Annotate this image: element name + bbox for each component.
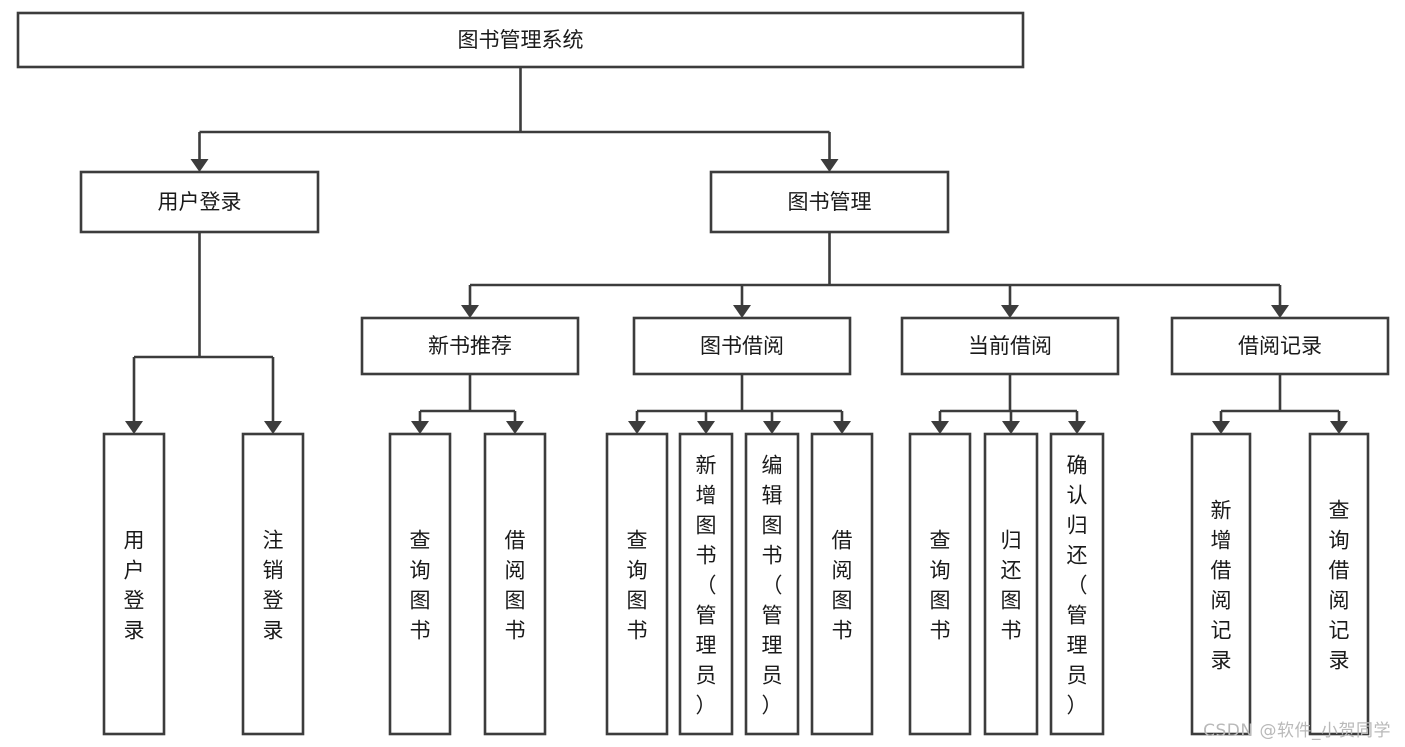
arrow-head-icon (264, 421, 282, 434)
arrow-head-icon (461, 305, 479, 318)
node-leaf-logout[interactable]: 注销登录 (241, 432, 305, 736)
node-label: 新书推荐 (428, 334, 512, 358)
node-label: 用户登录 (158, 190, 242, 214)
node-box (1190, 432, 1252, 736)
node-box (605, 432, 669, 736)
arrow-head-icon (1212, 421, 1230, 434)
node-box (79, 170, 320, 234)
node-box (709, 170, 950, 234)
node-box (983, 432, 1039, 736)
node-book-manage[interactable]: 图书管理 (709, 170, 950, 234)
node-root[interactable]: 图书管理系统 (16, 11, 1025, 69)
arrow-head-icon (1002, 421, 1020, 434)
node-label: 图书管理系统 (458, 28, 584, 52)
node-label: 查询图书 (410, 528, 431, 642)
node-label: 归还图书 (1001, 528, 1022, 642)
node-box (1308, 432, 1370, 736)
arrow-head-icon (820, 159, 839, 172)
node-box (360, 316, 580, 376)
node-leaf-query-record[interactable]: 查询借阅记录 (1308, 432, 1370, 736)
node-leaf-edit-book[interactable]: 编辑图书（管理员） (744, 432, 800, 736)
node-leaf-add-book[interactable]: 新增图书（管理员） (678, 432, 734, 736)
node-box (1170, 316, 1390, 376)
node-leaf-query-book-c[interactable]: 查询图书 (908, 432, 972, 736)
node-label: 当前借阅 (968, 334, 1052, 358)
arrow-head-icon (833, 421, 851, 434)
node-label: 查询图书 (930, 528, 951, 642)
node-label: 查询图书 (627, 528, 648, 642)
node-box (1049, 432, 1105, 736)
arrow-head-icon (411, 421, 429, 434)
arrow-head-icon (190, 159, 209, 172)
node-box (102, 432, 166, 736)
node-label: 查询借阅记录 (1329, 498, 1350, 672)
node-label: 编辑图书（管理员） (762, 453, 783, 717)
node-leaf-add-record[interactable]: 新增借阅记录 (1190, 432, 1252, 736)
node-box (900, 316, 1120, 376)
node-label: 用户登录 (124, 528, 145, 642)
node-box (483, 432, 547, 736)
arrow-head-icon (1330, 421, 1348, 434)
node-leaf-query-book-b[interactable]: 查询图书 (605, 432, 669, 736)
node-user-login[interactable]: 用户登录 (79, 170, 320, 234)
node-current-borrow[interactable]: 当前借阅 (900, 316, 1120, 376)
node-borrow-record[interactable]: 借阅记录 (1170, 316, 1390, 376)
edge-layer (125, 67, 1348, 434)
node-leaf-borrow-book-a[interactable]: 借阅图书 (483, 432, 547, 736)
node-box (810, 432, 874, 736)
node-box (241, 432, 305, 736)
arrow-head-icon (763, 421, 781, 434)
arrow-head-icon (1271, 305, 1289, 318)
node-layer: 图书管理系统用户登录图书管理新书推荐图书借阅当前借阅借阅记录用户登录注销登录查询… (16, 11, 1390, 736)
node-leaf-user-login[interactable]: 用户登录 (102, 432, 166, 736)
node-label: 新增借阅记录 (1211, 498, 1232, 672)
node-box (678, 432, 734, 736)
arrow-head-icon (1068, 421, 1086, 434)
node-box (16, 11, 1025, 69)
node-label: 图书借阅 (700, 334, 784, 358)
node-box (908, 432, 972, 736)
arrow-head-icon (628, 421, 646, 434)
node-label: 图书管理 (788, 190, 872, 214)
node-label: 确认归还（管理员） (1067, 453, 1088, 717)
node-book-borrow[interactable]: 图书借阅 (632, 316, 852, 376)
node-leaf-query-book-a[interactable]: 查询图书 (388, 432, 452, 736)
arrow-head-icon (506, 421, 524, 434)
node-new-book-rec[interactable]: 新书推荐 (360, 316, 580, 376)
arrow-head-icon (1001, 305, 1019, 318)
node-label: 借阅记录 (1238, 334, 1322, 358)
arrow-head-icon (125, 421, 143, 434)
node-box (632, 316, 852, 376)
node-label: 借阅图书 (832, 528, 853, 642)
node-label: 注销登录 (263, 528, 284, 642)
node-box (388, 432, 452, 736)
arrow-head-icon (733, 305, 751, 318)
node-leaf-confirm-return[interactable]: 确认归还（管理员） (1049, 432, 1105, 736)
arrow-head-icon (931, 421, 949, 434)
node-label: 新增图书（管理员） (696, 453, 717, 717)
node-box (744, 432, 800, 736)
node-leaf-return-book[interactable]: 归还图书 (983, 432, 1039, 736)
node-label: 借阅图书 (505, 528, 526, 642)
node-leaf-borrow-book-b[interactable]: 借阅图书 (810, 432, 874, 736)
arrow-head-icon (697, 421, 715, 434)
